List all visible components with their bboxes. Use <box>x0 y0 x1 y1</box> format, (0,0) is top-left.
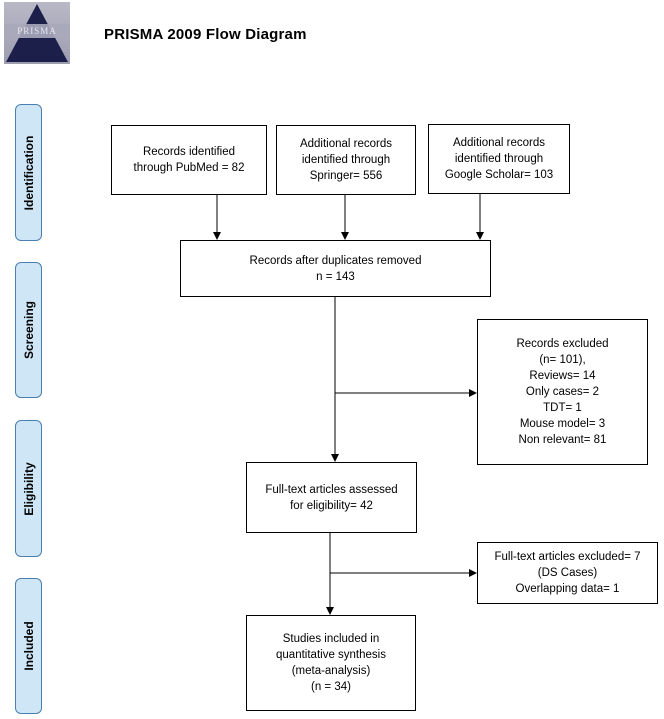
box-text-line: (meta-analysis) <box>291 665 371 677</box>
box-text-line: TDT= 1 <box>543 402 582 414</box>
box-text-line: identified through <box>454 153 544 165</box>
box-text-line: Additional records <box>299 138 393 150</box>
prisma-triangle-icon <box>4 4 70 62</box>
box-text-line: identified through <box>301 154 391 166</box>
box-text-line: Full-text articles assessed <box>265 483 398 496</box>
box-records-scholar: Additional records identified through Go… <box>428 124 570 194</box>
box-text-line: Springer= 556 <box>309 170 383 182</box>
box-records-pubmed: Records identified through PubMed = 82 <box>111 125 267 195</box>
box-text-line: Non relevant= 81 <box>518 434 607 446</box>
box-text-line: Only cases= 2 <box>525 386 600 398</box>
logo-text: PRISMA <box>17 26 57 36</box>
prisma-logo: PRISMA <box>4 2 70 64</box>
box-text-line: Records excluded <box>516 338 609 350</box>
box-text-line: Mouse model= 3 <box>519 418 606 430</box>
stage-identification: Identification <box>15 104 42 241</box>
box-text-line: Overlapping data= 1 <box>515 583 620 595</box>
box-text-line: quantitative synthesis <box>276 649 386 661</box>
box-text-line: (n= 101), <box>539 354 586 366</box>
box-records-springer: Additional records identified through Sp… <box>276 125 416 195</box>
stage-screening: Screening <box>15 262 42 398</box>
box-text-line: (DS Cases) <box>537 567 598 579</box>
box-studies-included: Studies included in quantitative synthes… <box>246 615 416 711</box>
stage-included: Included <box>15 578 42 714</box>
box-text-line: Reviews= 14 <box>529 370 596 382</box>
box-text-line: through PubMed = 82 <box>133 162 245 174</box>
box-text-line: Records after duplicates removed <box>249 254 422 267</box>
box-fulltext-assessed: Full-text articles assessed for eligibil… <box>246 462 417 533</box>
box-text-line: n = 143 <box>316 270 355 283</box>
stage-eligibility: Eligibility <box>15 420 42 557</box>
box-records-after-duplicates: Records after duplicates removed n = 143 <box>180 240 491 297</box>
box-fulltext-excluded: Full-text articles excluded= 7 (DS Cases… <box>477 542 658 604</box>
box-text-line: (n = 34) <box>311 681 351 693</box>
box-text-line: Additional records <box>452 137 546 149</box>
box-records-excluded: Records excluded (n= 101), Reviews= 14 O… <box>477 319 648 465</box>
box-text-line: Records identified <box>142 146 236 158</box>
box-text-line: Google Scholar= 103 <box>444 169 554 181</box>
box-text-line: Full-text articles excluded= 7 <box>494 551 641 563</box>
box-text-line: for eligibility= 42 <box>290 499 373 512</box>
page-title: PRISMA 2009 Flow Diagram <box>104 26 307 43</box>
box-text-line: Studies included in <box>282 633 380 645</box>
